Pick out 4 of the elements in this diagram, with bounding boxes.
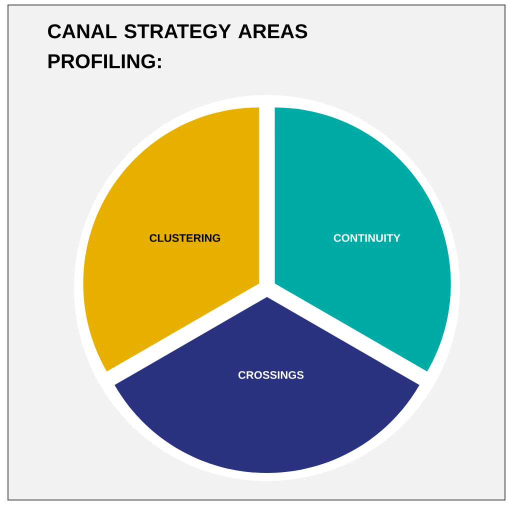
title: CANAL STRATEGY AREAS PROFILING: — [48, 24, 308, 68]
pie-segment: CONTINUITY — [274, 108, 451, 372]
pie-segment: CROSSINGS — [114, 297, 420, 474]
pie-segment: CLUSTERING — [83, 108, 260, 372]
